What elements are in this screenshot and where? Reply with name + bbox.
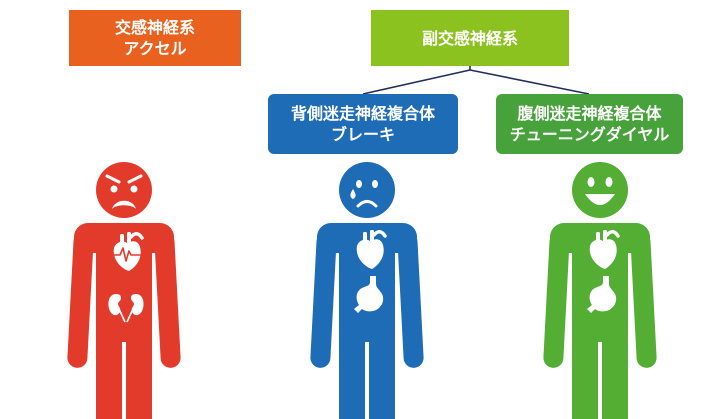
- heart-vessel-left: [363, 232, 367, 243]
- left-eye: [356, 180, 362, 188]
- angry-face-icon: [105, 174, 143, 209]
- heart-body: [356, 239, 384, 269]
- head: [572, 162, 628, 218]
- stomach-icon: [587, 276, 617, 313]
- tear-icon: [350, 189, 356, 199]
- head: [339, 162, 395, 218]
- frown-mouth: [356, 200, 378, 208]
- left-leg: [572, 320, 598, 419]
- left-kidney: [108, 294, 121, 316]
- person-figure-ventral-vagal: [543, 162, 657, 419]
- person-figure-dorsal-vagal: [310, 162, 424, 419]
- heart-body: [589, 239, 617, 269]
- stomach-body: [587, 276, 617, 313]
- left-eye: [587, 177, 595, 187]
- heart-icon: [589, 230, 620, 269]
- frown-mouth: [112, 200, 136, 209]
- connector-to-ventral: [469, 69, 590, 95]
- parasympathetic-label-box: 副交感神経系: [371, 10, 569, 66]
- left-arm: [543, 231, 570, 368]
- left-arm: [310, 231, 337, 368]
- left-eyebrow: [105, 174, 121, 184]
- heartbeat-line: [110, 247, 143, 262]
- heart-vessel-right: [127, 232, 131, 244]
- ventral-vagal-title: 腹側迷走神経複合体: [517, 104, 662, 123]
- right-arm: [154, 231, 181, 368]
- heart-vessel-left: [120, 234, 124, 245]
- right-leg: [602, 320, 628, 419]
- right-eye: [130, 185, 138, 193]
- sad-face-icon: [350, 180, 378, 208]
- heart-vessel-right: [603, 230, 607, 242]
- stomach-icon: [354, 276, 384, 313]
- head: [96, 162, 152, 218]
- connector-to-dorsal: [362, 69, 471, 95]
- right-leg: [126, 320, 152, 419]
- left-leg: [339, 320, 365, 419]
- right-leg: [369, 320, 395, 419]
- parasympathetic-title: 副交感神経系: [421, 28, 518, 48]
- kidneys-icon: [108, 294, 144, 323]
- stomach-body: [354, 276, 384, 313]
- dorsal-vagal-title: 背側迷走神経複合体: [290, 104, 435, 123]
- smile-mouth: [585, 194, 615, 205]
- sympathetic-title: 交感神経系: [114, 18, 195, 37]
- heart-aorta: [605, 230, 620, 238]
- heart-icon: [356, 230, 387, 269]
- sympathetic-label-box: 交感神経系 アクセル: [69, 10, 241, 66]
- left-arm: [67, 231, 94, 368]
- heart-vessel-right: [370, 230, 374, 242]
- sympathetic-subtitle: アクセル: [123, 39, 187, 58]
- dorsal-vagal-label-box: 背側迷走神経複合体 ブレーキ: [268, 94, 458, 154]
- heart-aorta: [129, 232, 144, 240]
- right-arm: [397, 231, 424, 368]
- body: [67, 223, 181, 419]
- right-arm: [630, 231, 657, 368]
- heart-icon: [110, 232, 144, 271]
- ventral-vagal-label-box: 腹側迷走神経複合体 チューニングダイヤル: [496, 94, 683, 154]
- right-eyebrow: [127, 174, 143, 184]
- ventral-vagal-subtitle: チューニングダイヤル: [509, 125, 670, 144]
- person-figure-sympathetic: [67, 162, 181, 419]
- dorsal-vagal-subtitle: ブレーキ: [330, 125, 395, 144]
- right-eye: [372, 180, 378, 188]
- heart-aorta: [372, 230, 387, 238]
- ureters: [118, 308, 134, 323]
- right-kidney: [131, 294, 144, 316]
- right-eye: [605, 177, 613, 187]
- heart-vessel-left: [596, 232, 600, 243]
- left-eye: [110, 185, 118, 193]
- branch-connector: [362, 66, 590, 95]
- left-leg: [96, 320, 122, 419]
- happy-face-icon: [585, 177, 615, 205]
